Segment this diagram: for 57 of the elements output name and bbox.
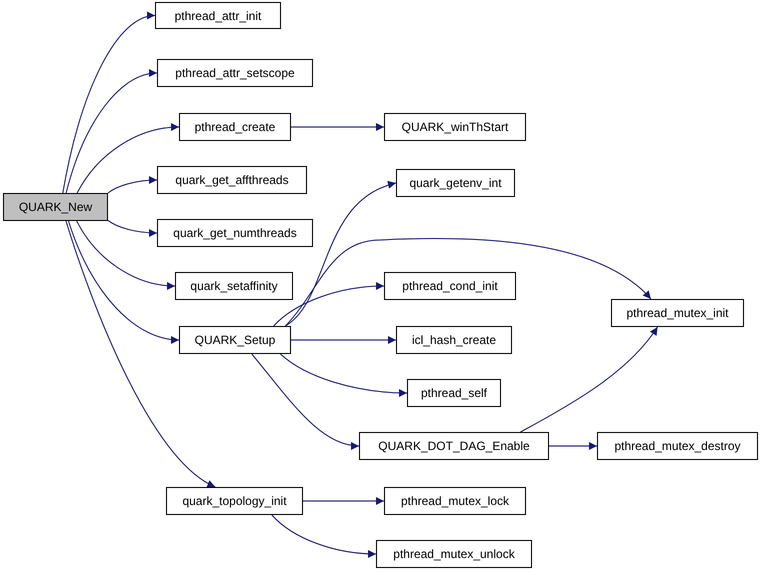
function-name: quark_get_affthreads [175, 173, 289, 187]
arrow [62, 12, 156, 194]
function-box [407, 379, 501, 407]
function-box [175, 272, 293, 300]
arrow [273, 282, 384, 326]
arrow [76, 123, 180, 194]
function-box [166, 487, 303, 515]
arrow [66, 70, 158, 194]
arrow [68, 220, 180, 344]
function-box [157, 59, 313, 87]
function-name: QUARK_Setup [194, 333, 276, 347]
function-box [155, 2, 281, 29]
arrow [66, 220, 216, 488]
function-box [396, 326, 512, 354]
arrow [548, 442, 598, 450]
function-name: QUARK_winThStart [402, 120, 508, 134]
function-name: QUARK_New [18, 200, 92, 214]
function-box [3, 193, 108, 221]
function-name: quark_getenv_int [409, 176, 502, 190]
function-box [359, 432, 549, 460]
function-name: pthread_self [420, 386, 488, 400]
arrow [290, 123, 384, 131]
arrow [520, 326, 658, 432]
arrow [284, 182, 396, 326]
function-name: pthread_mutex_unlock [393, 547, 515, 561]
arrow [76, 220, 176, 290]
arrow [108, 220, 158, 237]
function-name: pthread_mutex_destroy [614, 439, 741, 453]
function-name: pthread_attr_init [174, 8, 262, 22]
function-name: pthread_mutex_init [626, 306, 729, 320]
function-box [384, 487, 526, 515]
function-box [396, 169, 515, 197]
arrow [284, 238, 652, 326]
arrow [251, 354, 360, 450]
function-name: quark_get_numthreads [173, 226, 297, 240]
function-name: icl_hash_create [412, 333, 496, 347]
function-name: pthread_attr_setscope [175, 66, 295, 80]
function-box [157, 219, 313, 247]
function-box [611, 299, 744, 327]
arrow [271, 514, 376, 558]
function-box [179, 113, 291, 141]
function-name: pthread_mutex_lock [400, 494, 510, 508]
function-name: quark_topology_init [182, 494, 287, 508]
function-box [376, 540, 532, 568]
arrow [302, 497, 384, 505]
function-box [384, 272, 516, 300]
function-box [597, 432, 758, 460]
function-name: pthread_cond_init [402, 279, 498, 293]
arrow [290, 336, 396, 344]
function-box [157, 166, 307, 194]
function-name: QUARK_DOT_DAG_Enable [378, 439, 530, 453]
arrow [108, 176, 158, 194]
function-name: quark_setaffinity [190, 279, 278, 293]
function-box [384, 113, 526, 141]
arrow [280, 354, 408, 397]
function-box [179, 326, 291, 354]
function-name: pthread_create [194, 120, 276, 134]
